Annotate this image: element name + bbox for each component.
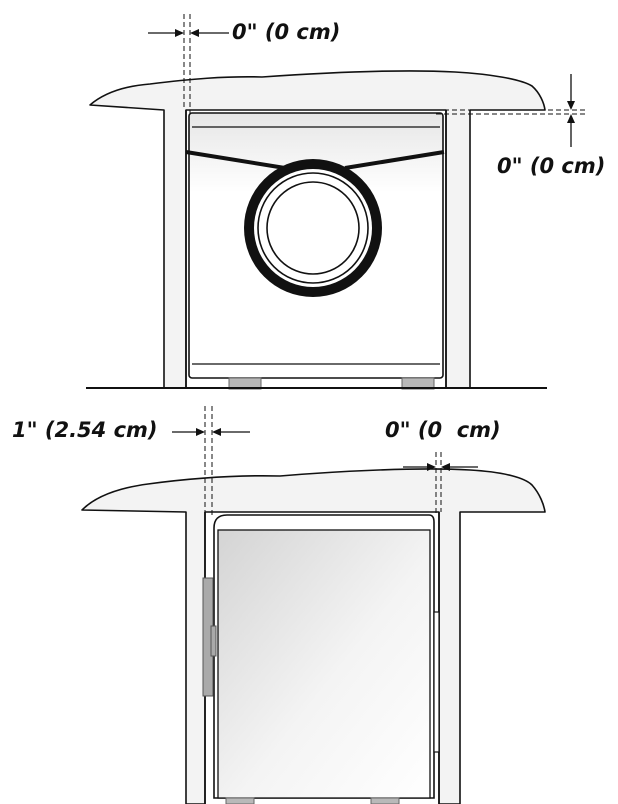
front-door — [244, 159, 382, 297]
front-side-clearance-label: 0" (0 cm) — [232, 20, 341, 44]
arrow-right-icon — [148, 29, 184, 37]
arrow-left-icon — [441, 463, 478, 471]
front-view — [86, 14, 585, 390]
side-countertop — [81, 468, 546, 804]
side-view — [81, 406, 546, 804]
front-countertop — [89, 70, 546, 389]
side-foot-right — [370, 797, 400, 804]
arrow-right-icon — [172, 428, 205, 436]
side-washer-panel — [217, 529, 431, 799]
side-foot-left — [225, 797, 255, 804]
arrow-right-icon — [403, 463, 436, 471]
arrow-up-icon — [567, 114, 575, 147]
front-strap — [185, 150, 445, 170]
side-handle — [433, 611, 440, 753]
side-hinge-clip — [210, 625, 217, 657]
side-front-clearance-label: 0" (0 cm) — [385, 418, 501, 442]
front-top-clearance-label: 0" (0 cm) — [497, 154, 606, 178]
arrow-left-icon — [190, 29, 229, 37]
side-rear-clearance-label: 1" (2.54 cm) — [12, 418, 158, 442]
arrow-left-icon — [212, 428, 250, 436]
arrow-down-icon — [567, 74, 575, 110]
